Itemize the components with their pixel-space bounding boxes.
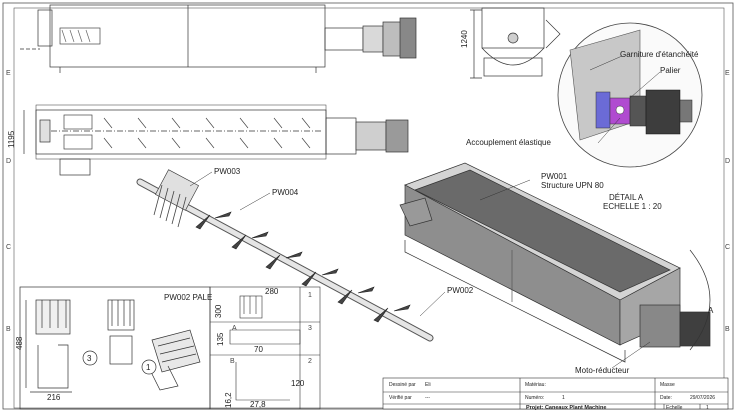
annotation-structure: Structure UPN 80 [541, 181, 604, 190]
tb-projet: Projet: Caneaux Plant Machine [526, 405, 607, 411]
tb-dessine-label: Dessiné par [389, 382, 416, 388]
pw-table-ref-3: 3 [308, 325, 312, 332]
tb-masse-label: Masse [660, 382, 675, 388]
dim-1195: 1195 [7, 130, 16, 148]
annotation-pw004: PW004 [272, 188, 299, 197]
detail-a-view [557, 22, 703, 168]
annotation-moto: Moto-réducteur [575, 366, 630, 375]
end-view [470, 7, 561, 79]
dim-135: 135 [216, 332, 225, 346]
paddle-views [19, 286, 211, 410]
zone-right-c: C [725, 244, 731, 251]
zone-right-b: B [725, 326, 730, 333]
annotation-pw002-pale: PW002 PALE [164, 293, 213, 302]
tb-echelle-label: Echelle [666, 405, 683, 411]
annotation-pw001: PW001 [541, 172, 568, 181]
dim-27: 27,8 [250, 400, 266, 409]
pw-table-ref-2: 2 [308, 358, 312, 365]
annotation-detail-ref: A [708, 306, 714, 315]
tb-date-label: Date: [660, 395, 672, 401]
dim-216: 216 [47, 393, 61, 402]
zone-left-d: D [6, 158, 12, 165]
pw-table-ref-a: A [232, 325, 237, 332]
dim-1240: 1240 [460, 30, 469, 48]
tb-date-value: 29/07/2026 [690, 395, 716, 401]
zone-right-e: E [725, 70, 730, 77]
plan-view [23, 104, 409, 176]
dim-70: 70 [254, 345, 263, 354]
balloon-1: 1 [146, 363, 151, 372]
side-view [20, 4, 417, 73]
dim-300: 300 [214, 304, 223, 318]
tb-dessine-value: Eli [425, 382, 431, 388]
dim-488: 488 [15, 336, 24, 350]
tb-echelle-value: 1 [706, 405, 709, 411]
shaft-isometric [136, 169, 434, 342]
zone-left-b: B [6, 326, 11, 333]
zone-left-e: E [6, 70, 11, 77]
annotation-pw002: PW002 [447, 286, 474, 295]
machine-isometric [399, 162, 711, 363]
leader-lines [189, 55, 661, 369]
tb-verifie-label: Vérifié par [389, 395, 412, 401]
pale-table [209, 286, 321, 410]
dim-280: 280 [265, 287, 279, 296]
zone-left-c: C [6, 244, 12, 251]
pw-table-ref-b: B [230, 358, 235, 365]
tb-numero-label: Numéro: [525, 395, 545, 401]
dim-120: 120 [291, 379, 305, 388]
annotation-detail: DÉTAIL A [609, 193, 644, 202]
annotation-garniture: Garniture d'étanchéité [620, 50, 699, 59]
tb-materiau-label: Matériau: [525, 382, 546, 388]
balloon-3: 3 [87, 354, 92, 363]
annotation-echelle: ECHELLE 1 : 20 [603, 202, 662, 211]
zone-right-d: D [725, 158, 731, 165]
annotation-pw003: PW003 [214, 167, 241, 176]
plan-paddles [63, 114, 311, 150]
tb-verifie-value: --- [425, 395, 430, 401]
annotation-accouplement: Accouplement élastique [466, 138, 551, 147]
title-block [382, 377, 729, 410]
pw-table-ref-1: 1 [308, 292, 312, 299]
dim-16: 16,2 [224, 392, 233, 408]
tb-numero-value: 1 [562, 395, 565, 401]
sheet-inner-border [13, 7, 725, 409]
annotation-palier: Palier [660, 66, 681, 75]
